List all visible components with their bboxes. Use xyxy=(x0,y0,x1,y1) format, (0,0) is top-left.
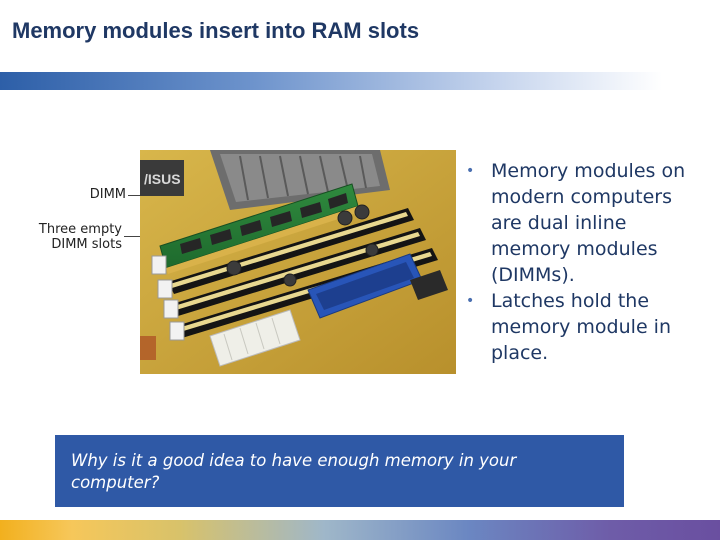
question-text: Why is it a good idea to have enough mem… xyxy=(71,451,517,492)
callout-dimm-label: DIMM xyxy=(89,187,126,202)
bullet-list: Memory modules on modern computers are d… xyxy=(466,158,706,366)
callout-dimm-line xyxy=(128,195,144,196)
title-underline-bar xyxy=(0,72,720,90)
callout-empty-line1: Three empty xyxy=(38,222,122,237)
callout-empty-line2: DIMM slots xyxy=(51,237,122,252)
bullet-item: Latches hold the memory module in place. xyxy=(466,288,706,366)
motherboard-illustration: /ISUS xyxy=(140,150,456,374)
bullet-item: Memory modules on modern computers are d… xyxy=(466,158,706,288)
callout-dimm: DIMM xyxy=(70,187,126,202)
slide-title: Memory modules insert into RAM slots xyxy=(12,18,420,43)
board-logo: /ISUS xyxy=(144,171,181,187)
question-box: Why is it a good idea to have enough mem… xyxy=(55,435,624,507)
footer-gradient-bar xyxy=(0,520,720,540)
motherboard-photo: /ISUS xyxy=(140,150,456,374)
callout-empty-line xyxy=(124,236,144,237)
callout-empty-slots: Three empty DIMM slots xyxy=(20,222,122,252)
